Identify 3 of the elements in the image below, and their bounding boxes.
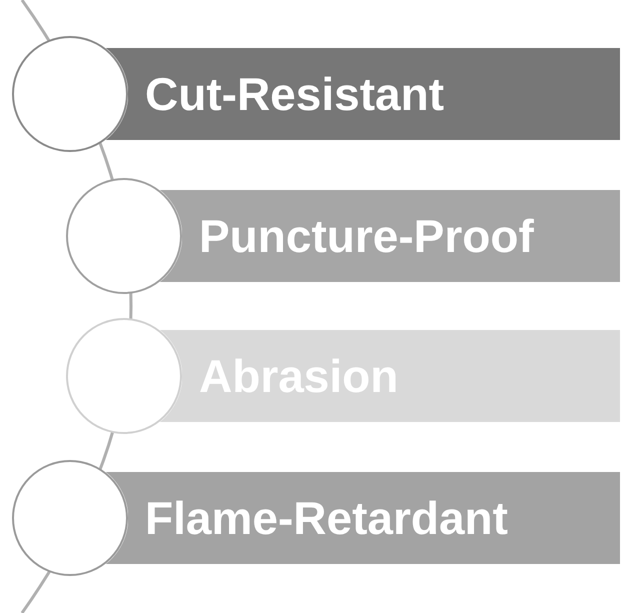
bar-label: Cut-Resistant xyxy=(145,67,444,121)
bar-label: Puncture-Proof xyxy=(199,209,534,263)
bar-label: Flame-Retardant xyxy=(145,491,508,545)
